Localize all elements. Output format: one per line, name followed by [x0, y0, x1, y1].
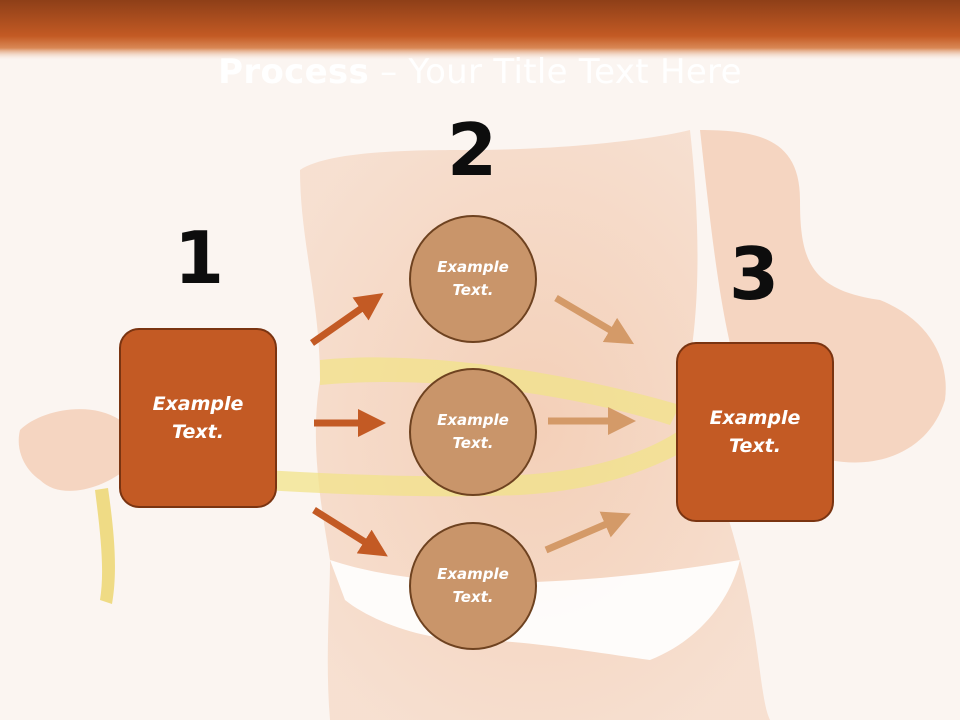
- slide-title: Process – Your Title Text Here: [0, 52, 960, 92]
- process-circle-top: Example Text.: [409, 215, 537, 343]
- arrow-top-to-3: [554, 294, 635, 345]
- arrow-bottom-to-3: [544, 511, 631, 554]
- step-number-2: 2: [446, 108, 498, 192]
- title-rest: – Your Title Text Here: [369, 52, 742, 92]
- process-box-right-text: Example Text.: [709, 406, 801, 458]
- arrow-1-to-bottom: [312, 507, 388, 557]
- step-number-3: 3: [728, 232, 780, 316]
- process-box-left-text: Example Text.: [152, 392, 244, 444]
- title-bold: Process: [218, 52, 370, 92]
- step-number-1: 1: [173, 216, 225, 300]
- process-circle-middle-text: Example Text.: [437, 410, 509, 452]
- process-circle-bottom: Example Text.: [409, 522, 537, 650]
- process-circle-middle: Example Text.: [409, 368, 537, 496]
- process-box-right: Example Text.: [676, 342, 834, 522]
- process-circle-bottom-text: Example Text.: [437, 564, 509, 606]
- process-box-left: Example Text.: [119, 328, 277, 508]
- arrow-1-to-top: [309, 292, 384, 346]
- process-circle-top-text: Example Text.: [437, 257, 509, 299]
